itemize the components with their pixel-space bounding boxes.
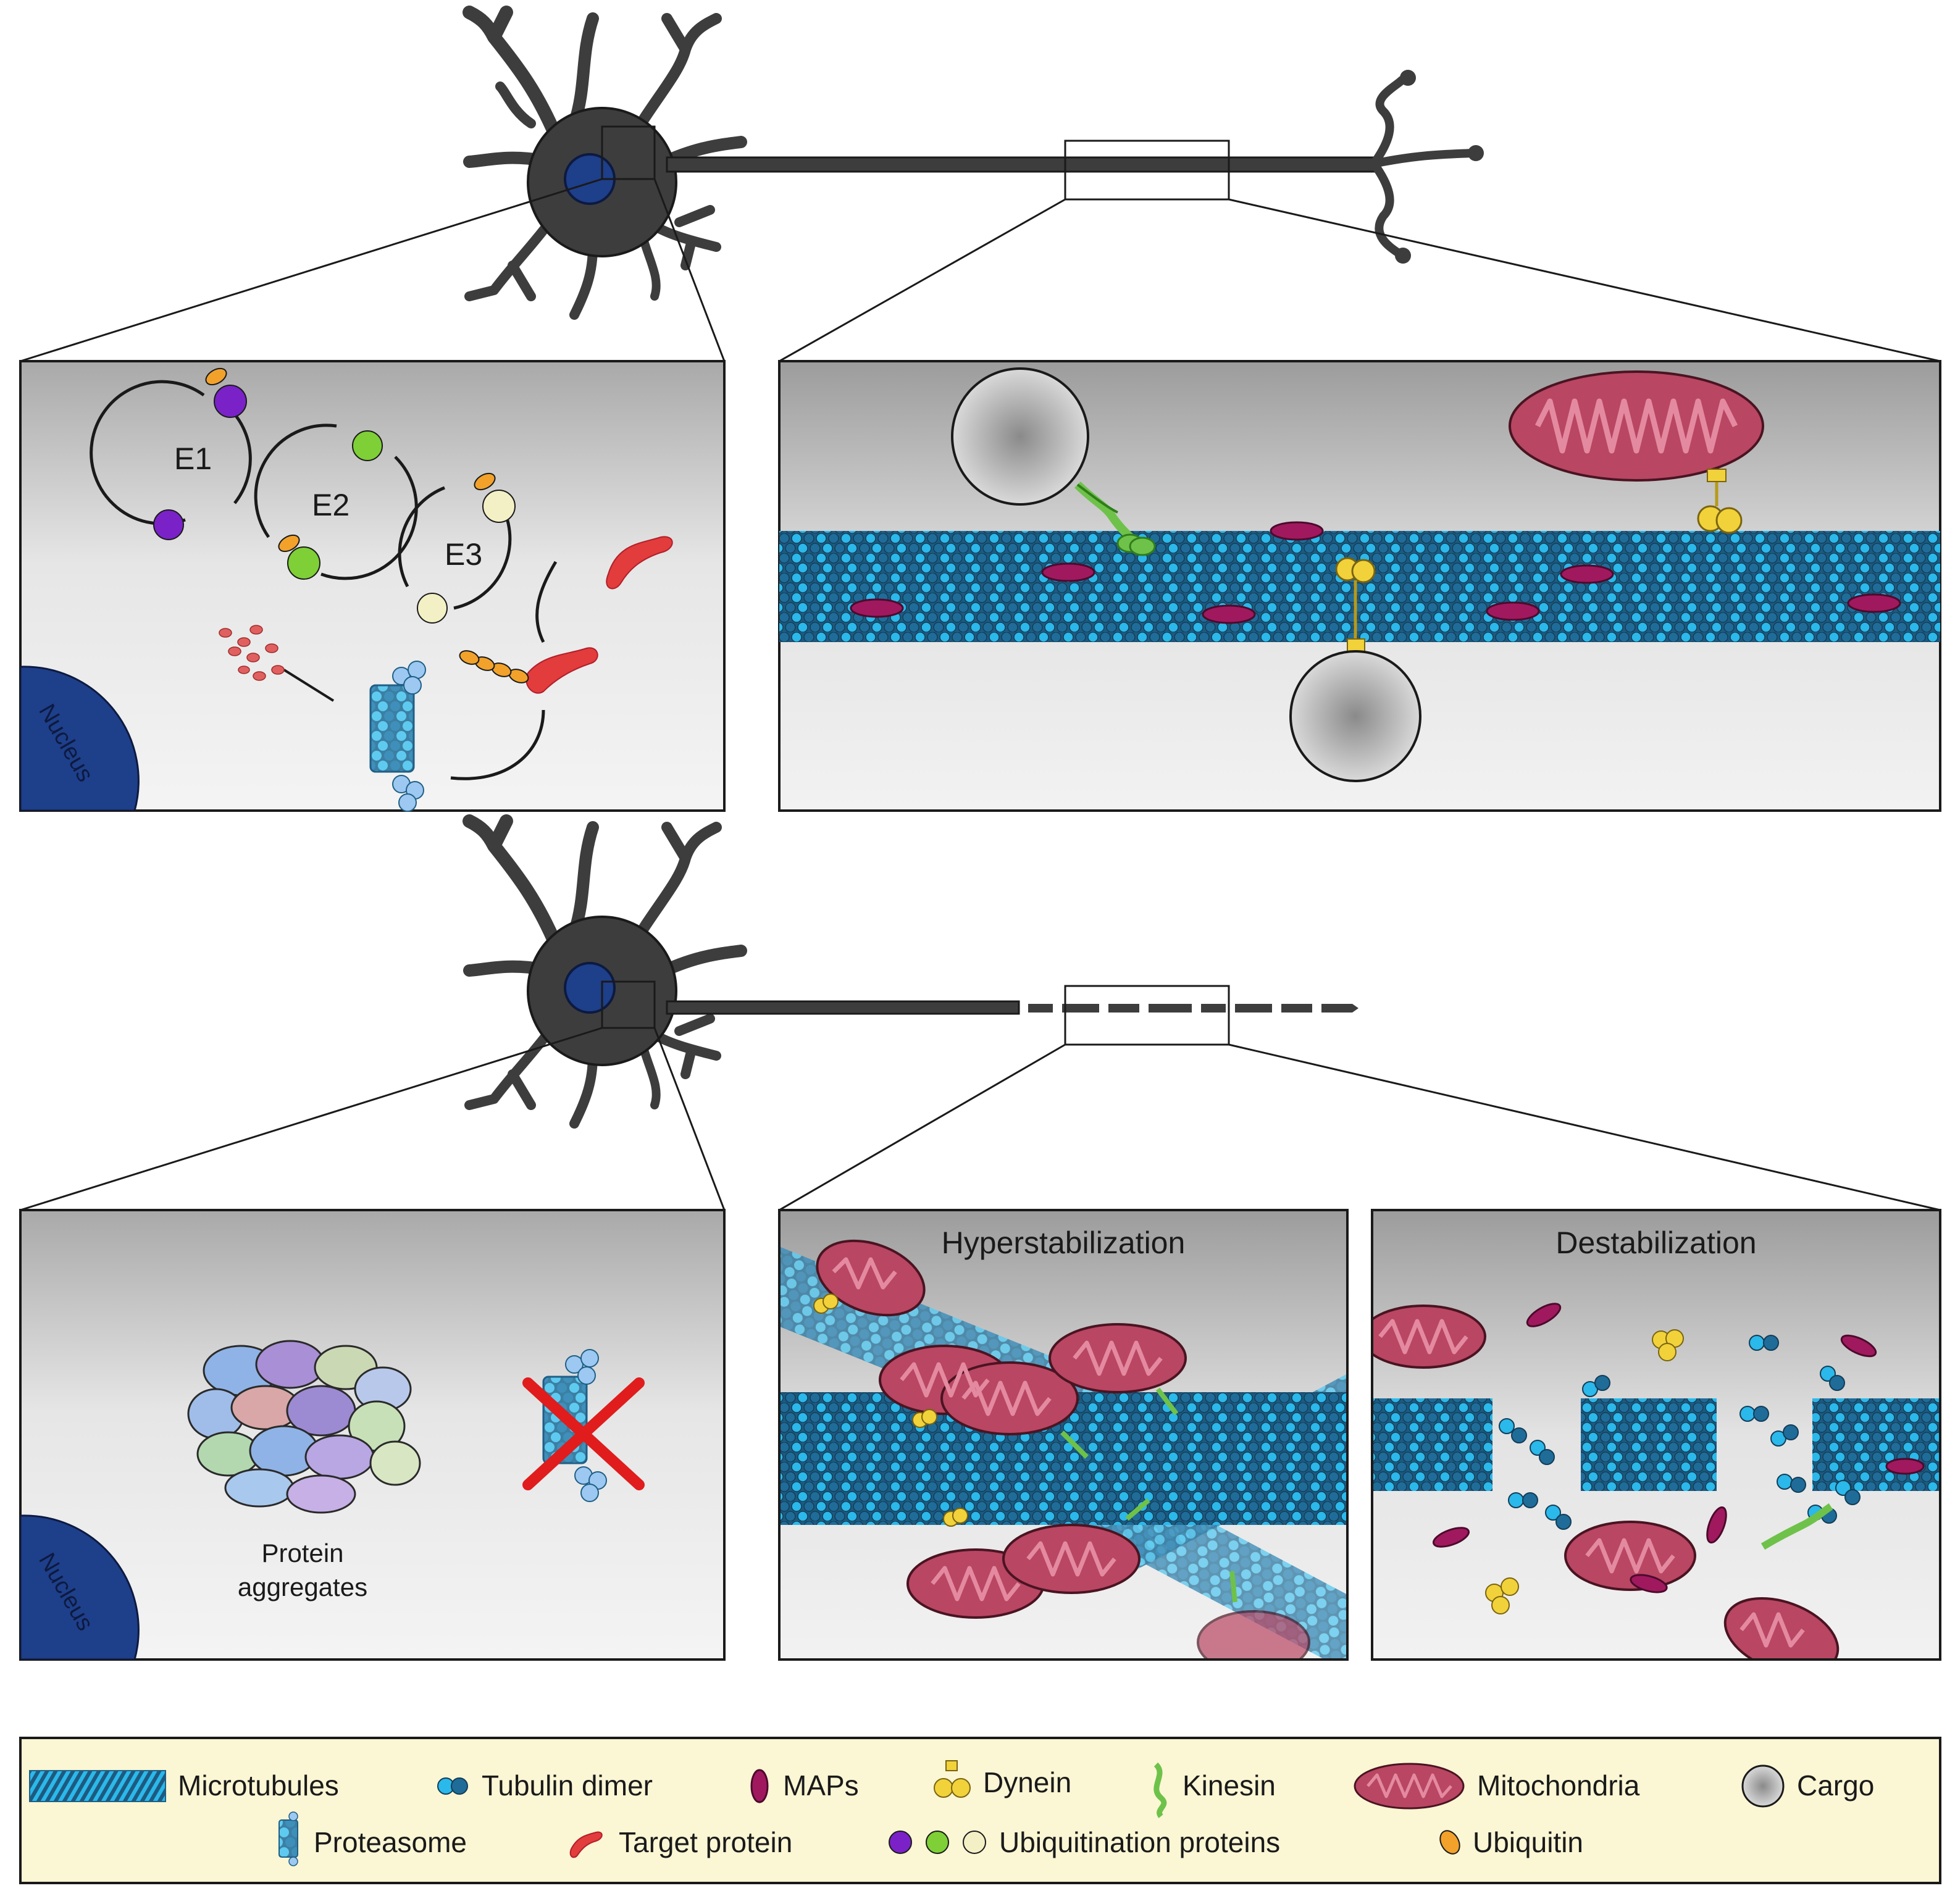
legend-box: [19, 1737, 1941, 1884]
legend-cargo: Cargo: [1797, 1769, 1874, 1802]
destabilization-title: Destabilization: [1555, 1225, 1756, 1260]
legend: Microtubules Tubulin dimer MAPs Dynein K…: [19, 1737, 1941, 1884]
dynein-top: [1697, 469, 1743, 534]
kinesin-icon: [1153, 1762, 1167, 1818]
legend-ubiquitination-proteins: Ubiquitination proteins: [999, 1826, 1280, 1858]
protein-aggregates-label-line1: Protein: [261, 1539, 343, 1568]
cargo-top: [951, 367, 1089, 506]
e1-protein-bottom: [153, 509, 184, 540]
hyperstabilization-title: Hyperstabilization: [942, 1225, 1186, 1260]
target-protein-icon: [569, 1831, 603, 1858]
degenerating-neuron: [20, 814, 1941, 1211]
e2-label: E2: [312, 488, 350, 522]
hyperstabilization-panel: Hyperstabilization: [778, 1209, 1349, 1661]
nucleus-bottom: [20, 1514, 140, 1660]
protein-aggregates-panel: Nucleus Protein aggregates: [19, 1209, 726, 1661]
microtubule-bundle-2: [779, 1451, 1347, 1525]
axon-fragments: [1028, 1004, 1358, 1013]
kinesin-hyper: [1060, 1387, 1237, 1603]
axon-bottom: [666, 1000, 1020, 1015]
ubiquitination-proteins-icon: [889, 1831, 986, 1854]
mitochondria-cristae: [832, 1257, 1163, 1601]
target-protein: [606, 536, 673, 590]
axon-terminal: [1370, 76, 1477, 257]
mt-fragment-left: [1372, 1398, 1492, 1491]
mitochondria-destab-cristae: [1378, 1319, 1805, 1648]
axon: [666, 156, 1378, 173]
zoom-box-axon-bottom: [1064, 985, 1230, 1046]
legend-dynein: Dynein: [983, 1766, 1071, 1798]
legend-proteasome: Proteasome: [314, 1826, 467, 1858]
dynein-icon: [934, 1760, 971, 1798]
fragment-arrow: [283, 669, 335, 702]
cross-mark: [522, 1377, 645, 1490]
peptide-fragments: [219, 625, 285, 681]
e2-cycle-arrow: [254, 424, 418, 580]
e2-protein-top: [352, 430, 383, 461]
zoom-box-soma-bottom: [601, 980, 656, 1029]
target-arrow: [535, 561, 558, 643]
legend-maps: MAPs: [783, 1769, 859, 1802]
kinesin-top: [1074, 482, 1156, 556]
maps-destab: [1433, 1303, 1925, 1593]
nucleus: [20, 666, 140, 811]
maps-top: [850, 521, 1901, 624]
microtubule: [779, 531, 1940, 642]
legend-microtubules: Microtubules: [178, 1769, 339, 1802]
zoom-lines-bottom: [20, 1027, 1941, 1211]
nucleus-small-bottom: [564, 962, 616, 1014]
zoom-box-axon: [1064, 140, 1230, 201]
mt-fragment-middle: [1581, 1398, 1717, 1491]
destabilization-panel: Destabilization: [1371, 1209, 1941, 1661]
degradation-arrow: [450, 709, 545, 780]
zoom-lines-top: [20, 178, 1941, 362]
e3-protein-bottom: [417, 593, 448, 624]
ubiquitin-proteasome-panel: Nucleus E1 E2 E3: [19, 360, 726, 812]
legend-ubiquitin: Ubiquitin: [1473, 1826, 1583, 1858]
tubulin-dimer-icon: [437, 1777, 468, 1795]
e3-label: E3: [445, 537, 482, 572]
e3-protein-top: [474, 472, 516, 523]
e1-protein-top: [205, 367, 247, 418]
maps-icon: [750, 1769, 769, 1803]
axon-terminal-bulbs: [1395, 70, 1484, 264]
e2-protein-bottom: [278, 534, 320, 580]
protein-aggregates-label-line2: aggregates: [238, 1572, 367, 1601]
e1-label: E1: [174, 441, 212, 476]
proteasome: [369, 661, 426, 812]
dynein-hyper: [813, 1293, 968, 1527]
polyubiquitinated-target: [459, 647, 598, 694]
dynein-destab: [1485, 1329, 1684, 1614]
kinesin-destab: [1760, 1503, 1833, 1550]
legend-mitochondria: Mitochondria: [1477, 1769, 1640, 1802]
legend-target-protein: Target protein: [619, 1826, 792, 1858]
ubiquitin-icon: [1439, 1830, 1460, 1855]
axonal-transport-panel: [778, 360, 1941, 812]
zoom-box-soma: [601, 125, 656, 180]
microtubules-icon: [29, 1770, 166, 1802]
cargo-icon: [1741, 1764, 1785, 1808]
mitochondria-icon: [1354, 1763, 1465, 1810]
proteasome-icon: [278, 1811, 298, 1866]
legend-tubulin-dimer: Tubulin dimer: [482, 1769, 653, 1802]
dynein-bottom: [1335, 557, 1376, 652]
legend-kinesin: Kinesin: [1183, 1769, 1276, 1802]
mitochondrion-top: [1509, 370, 1764, 482]
mt-fragment-right: [1812, 1398, 1940, 1491]
healthy-neuron: [20, 6, 1941, 362]
cargo-bottom: [1289, 650, 1421, 782]
mitochondria-cluster: [816, 1239, 1310, 1660]
protein-aggregates: [187, 1340, 421, 1514]
e1-cycle-arrow: [90, 380, 252, 525]
